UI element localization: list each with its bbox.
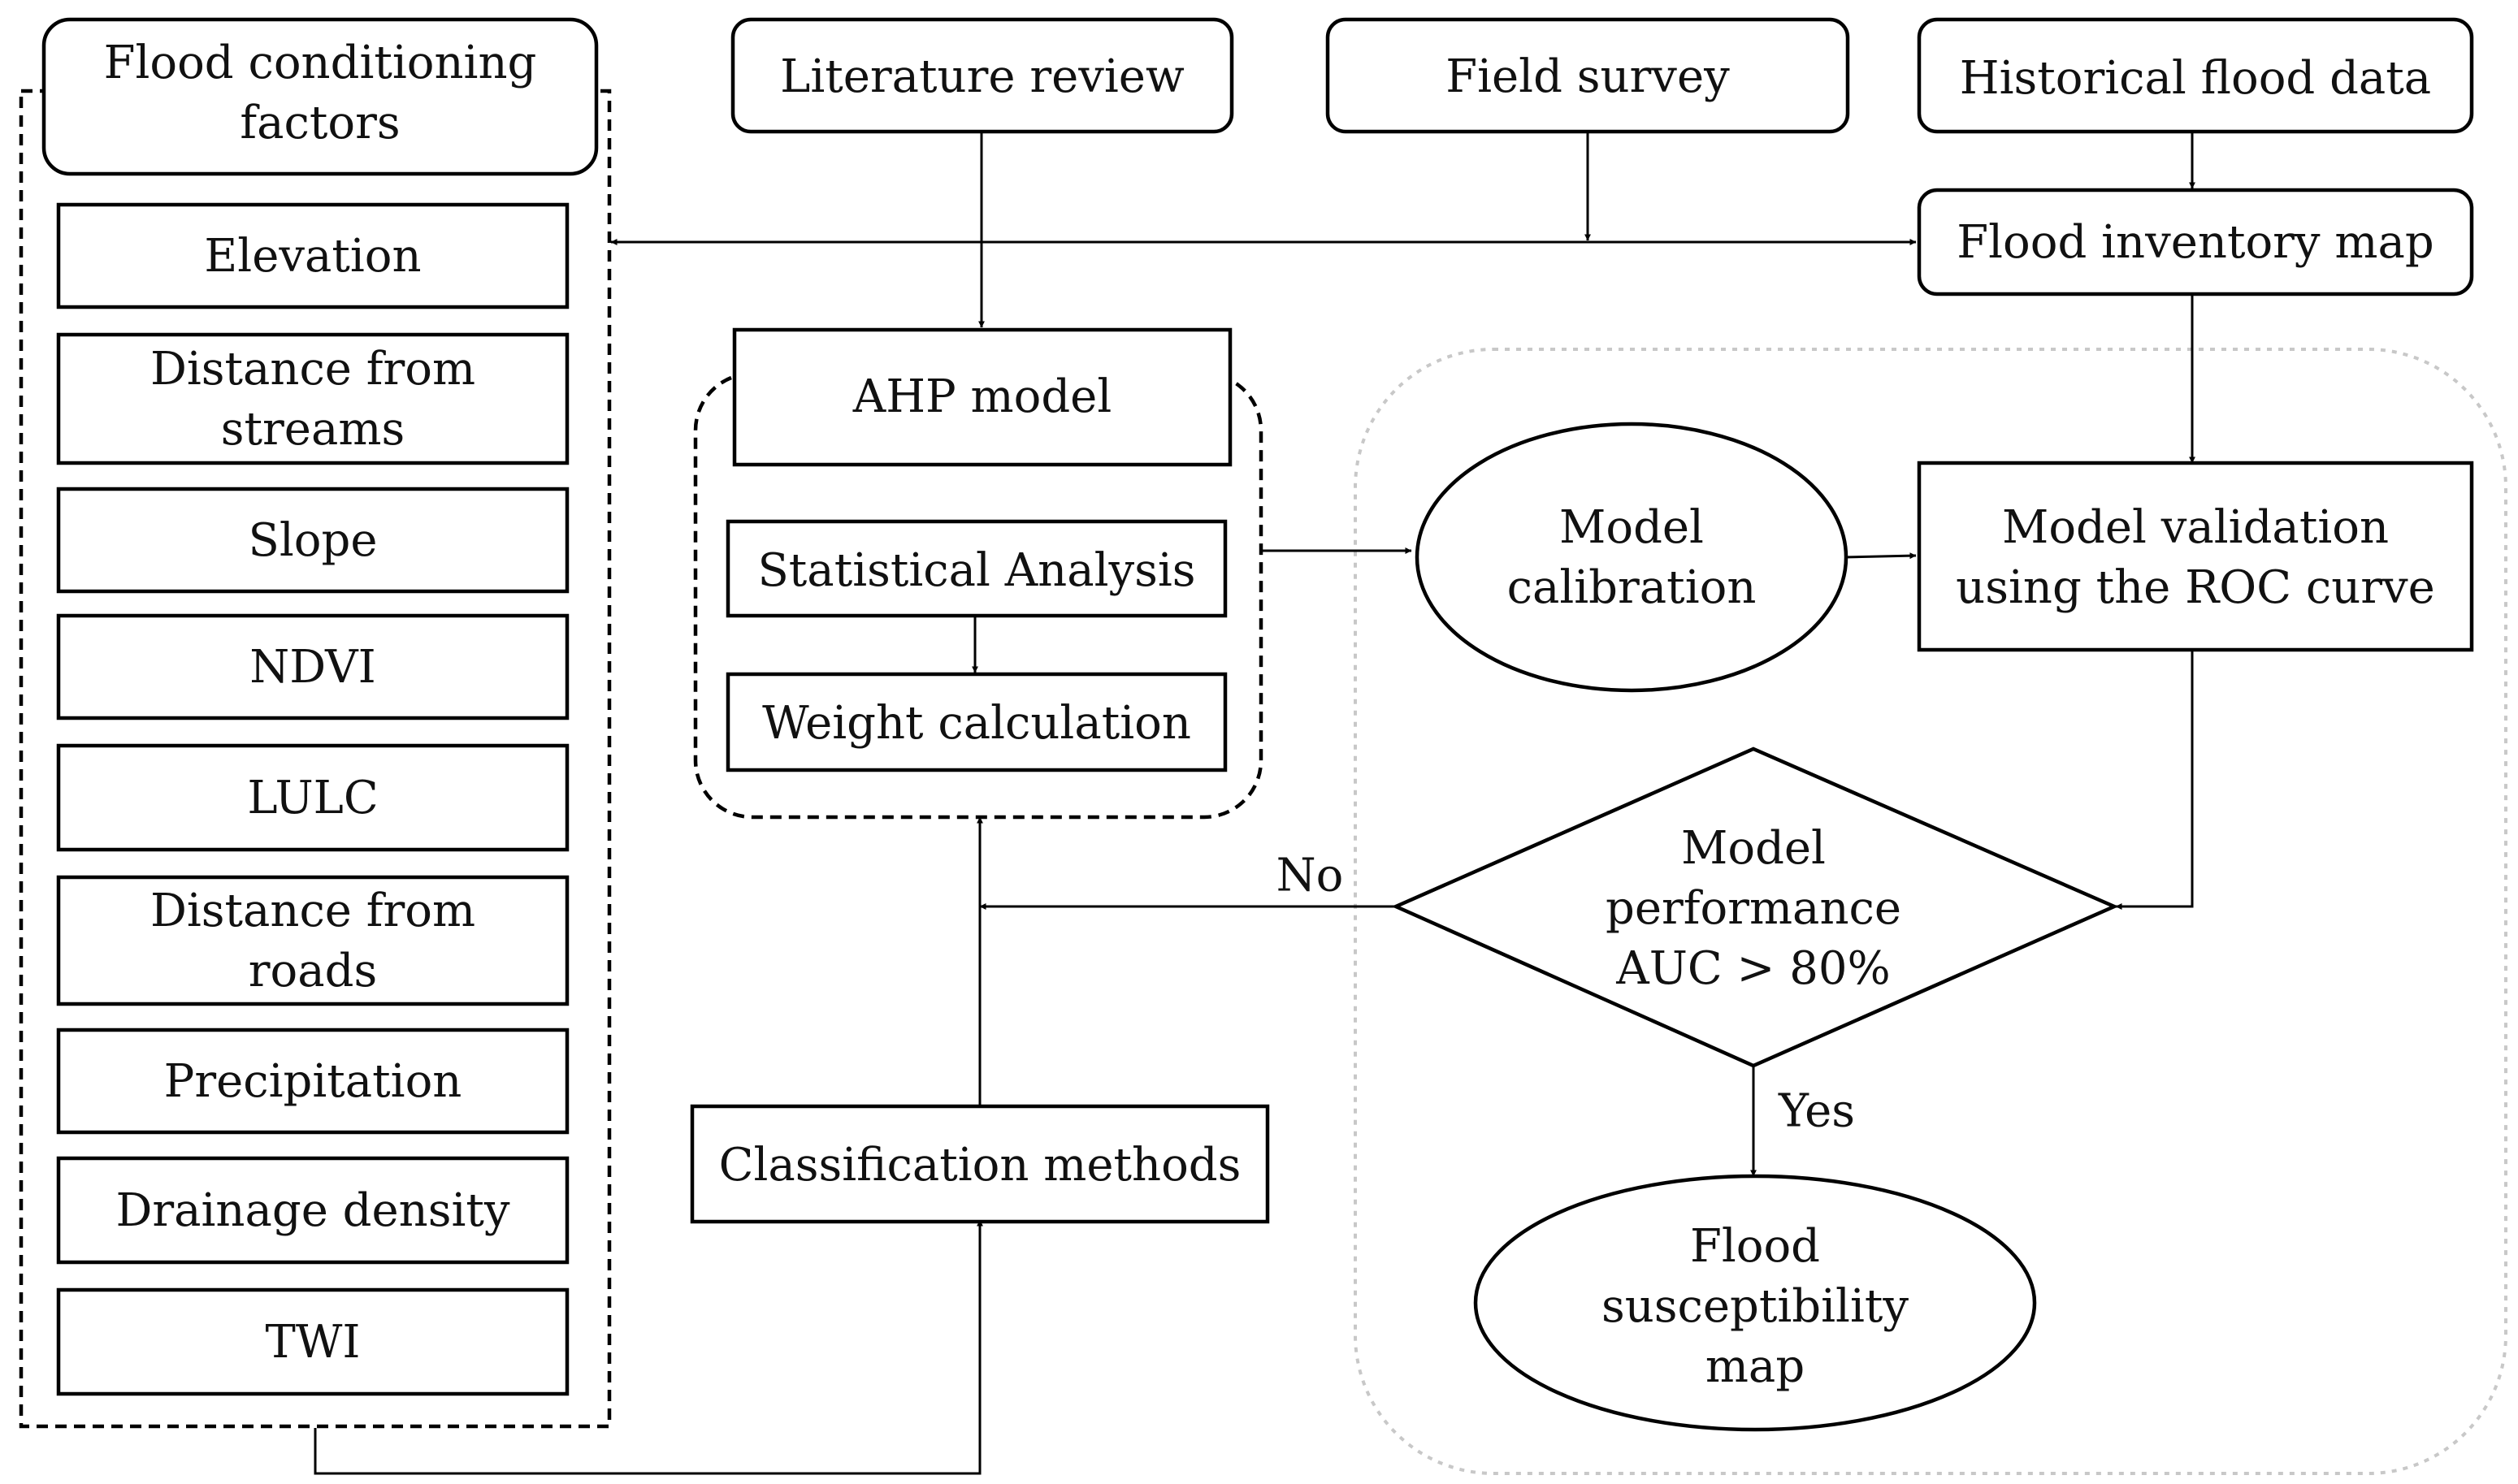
- factor-label-distance-from-roads-line: roads: [249, 945, 377, 997]
- flood-susceptibility-map-label-line: map: [1705, 1340, 1805, 1393]
- factor-label-distance-from-roads-line: Distance from: [150, 885, 475, 937]
- factor-box-precipitation: [56, 1028, 570, 1135]
- factor-label-twi: TWI: [265, 1316, 360, 1369]
- weight-calculation-label: Weight calculation: [762, 697, 1191, 750]
- model-validation-label: Model validation using the ROC curve: [1956, 501, 2435, 614]
- factor-label-elevation-line: Elevation: [204, 230, 421, 283]
- classification-methods-box: [690, 1104, 1270, 1224]
- factors-header-label: Flood conditioning factors: [104, 37, 537, 149]
- historical-flood-data-label-line: Historical flood data: [1960, 52, 2431, 105]
- factor-box-twi: [56, 1287, 570, 1396]
- model-calibration-label-line: calibration: [1507, 561, 1757, 614]
- factor-label-precipitation: Precipitation: [164, 1055, 462, 1108]
- model-calibration-label: Model calibration: [1507, 501, 1757, 614]
- weight-calculation-box: [726, 672, 1228, 772]
- flood-inventory-map-label-line: Flood inventory map: [1957, 216, 2433, 269]
- factor-label-drainage-density: Drainage density: [115, 1184, 509, 1237]
- historical-flood-data-box: [1917, 17, 2474, 134]
- factor-label-distance-from-streams: Distance from streams: [150, 343, 475, 456]
- factors-header-label-line: Flood conditioning: [104, 37, 537, 89]
- modelling-region: [1354, 348, 2507, 1475]
- edges: [314, 132, 2195, 1475]
- literature-review-label: Literature review: [780, 50, 1185, 103]
- factor-label-distance-from-roads: Distance from roads: [150, 885, 475, 997]
- model-validation-box: [1917, 461, 2474, 652]
- factor-label-elevation: Elevation: [204, 230, 421, 283]
- factor-box-distance-from-roads: [56, 875, 570, 1006]
- factor-label-lulc: LULC: [247, 772, 378, 824]
- flood-susceptibility-map-label: Flood susceptibility map: [1601, 1220, 1909, 1393]
- edge-factors-to-classification: [314, 1219, 983, 1475]
- statistical-analysis-label-line: Statistical Analysis: [757, 544, 1195, 597]
- literature-review-label-line: Literature review: [780, 50, 1185, 103]
- factor-box-distance-from-streams: [56, 332, 570, 465]
- factors-header-box: [41, 17, 599, 176]
- flood-susceptibility-map-label-line: susceptibility: [1601, 1280, 1909, 1333]
- factors-header-label-line: factors: [240, 97, 400, 149]
- factor-label-slope: Slope: [249, 514, 378, 567]
- model-performance-label-line: performance: [1606, 882, 1901, 935]
- literature-review-box: [730, 17, 1234, 134]
- factor-label-distance-from-streams-line: streams: [221, 403, 405, 456]
- factor-label-twi-line: TWI: [265, 1316, 360, 1369]
- model-validation-label-line: using the ROC curve: [1956, 561, 2435, 614]
- flood-susceptibility-map-label-line: Flood: [1690, 1220, 1820, 1273]
- factor-box-lulc: [56, 743, 570, 852]
- factor-label-lulc-line: LULC: [247, 772, 378, 824]
- factor-label-ndvi-line: NDVI: [249, 641, 375, 694]
- edge-label-yes: Yes: [1778, 1085, 1855, 1138]
- classification-methods-label-line: Classification methods: [719, 1139, 1242, 1192]
- factors-group-border: [19, 89, 612, 1429]
- factor-label-ndvi: NDVI: [249, 641, 375, 694]
- factor-box-drainage-density: [56, 1156, 570, 1265]
- factor-box-slope: [56, 487, 570, 594]
- ahp-model-label: AHP model: [852, 370, 1112, 423]
- model-performance-label-line: AUC > 80%: [1615, 942, 1890, 995]
- flood-inventory-map-label: Flood inventory map: [1957, 216, 2433, 269]
- model-performance-label-line: Model: [1681, 822, 1826, 875]
- historical-flood-data-label: Historical flood data: [1960, 52, 2431, 105]
- factor-box-elevation: [56, 202, 570, 309]
- flood-susceptibility-map-ellipse: [1473, 1174, 2037, 1432]
- classification-methods-label: Classification methods: [719, 1139, 1242, 1192]
- statistical-analysis-label: Statistical Analysis: [757, 544, 1195, 597]
- edge-calibration-to-validation: [1844, 552, 1917, 560]
- factor-label-precipitation-line: Precipitation: [164, 1055, 462, 1108]
- factor-label-distance-from-streams-line: Distance from: [150, 343, 475, 396]
- model-validation-label-line: Model validation: [2002, 501, 2389, 554]
- factor-label-slope-line: Slope: [249, 514, 378, 567]
- factor-box-ndvi: [56, 613, 570, 720]
- ahp-model-box: [732, 327, 1233, 467]
- model-calibration-label-line: Model: [1559, 501, 1704, 554]
- field-survey-box: [1325, 17, 1850, 134]
- flood-inventory-map-box: [1917, 188, 2474, 296]
- edge-label-no: No: [1276, 850, 1344, 902]
- field-survey-label: Field survey: [1445, 50, 1730, 103]
- field-survey-label-line: Field survey: [1445, 50, 1730, 103]
- factor-label-drainage-density-line: Drainage density: [115, 1184, 509, 1237]
- edge-validation-to-decision: [2115, 650, 2194, 910]
- weight-calculation-label-line: Weight calculation: [762, 697, 1191, 750]
- statistical-analysis-box: [726, 519, 1228, 618]
- model-performance-decision: [1391, 746, 2119, 1068]
- ahp-model-label-line: AHP model: [852, 370, 1112, 423]
- model-calibration-ellipse: [1415, 422, 1848, 693]
